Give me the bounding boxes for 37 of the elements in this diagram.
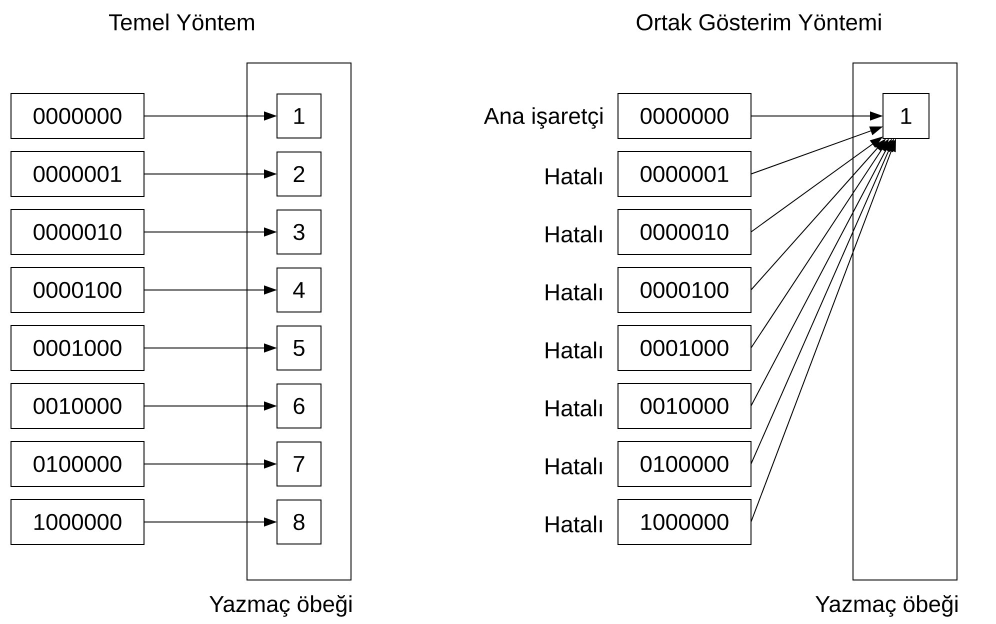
register-box: 7 bbox=[276, 442, 322, 486]
address-box: 0000100 bbox=[10, 267, 144, 313]
side-label: Hatalı bbox=[546, 516, 602, 532]
address-box: 0000001 bbox=[10, 151, 144, 197]
heading: Temel Yöntem bbox=[109, 14, 254, 30]
heading: Ortak Gösterim Yöntemi bbox=[636, 14, 881, 30]
address-box: 0001000 bbox=[618, 325, 752, 371]
side-label: Hatalı bbox=[546, 226, 602, 242]
side-label: Hatalı bbox=[546, 168, 602, 184]
address-box: 0000010 bbox=[618, 209, 752, 255]
address-box: 1000000 bbox=[618, 499, 752, 545]
register-box: 3 bbox=[276, 210, 322, 254]
address-box: 0001000 bbox=[10, 325, 144, 371]
address-box: 0100000 bbox=[10, 441, 144, 487]
address-box: 0000100 bbox=[618, 267, 752, 313]
node-label: Yazmaç öbeği bbox=[209, 594, 352, 617]
side-label: Hatalı bbox=[546, 284, 602, 300]
side-label: Hatalı bbox=[546, 342, 602, 358]
address-box: 1000000 bbox=[10, 499, 144, 545]
side-label: Hatalı bbox=[546, 458, 602, 474]
register-box: 1 bbox=[276, 94, 322, 138]
address-box: 0000010 bbox=[10, 209, 144, 255]
address-box: 0100000 bbox=[618, 441, 752, 487]
register-box: 8 bbox=[276, 500, 322, 544]
register-box: 5 bbox=[276, 326, 322, 370]
side-label: Ana işaretçi bbox=[484, 107, 602, 129]
register-box: 2 bbox=[276, 152, 322, 196]
address-box: 0010000 bbox=[618, 383, 752, 429]
register-box: 4 bbox=[276, 268, 322, 312]
address-box: 0000000 bbox=[10, 93, 144, 139]
address-box: 0000000 bbox=[618, 93, 752, 139]
address-box: 0010000 bbox=[10, 383, 144, 429]
side-label: Hatalı bbox=[546, 400, 602, 416]
node-label: Yazmaç öbeği bbox=[815, 594, 958, 617]
register-box: 6 bbox=[276, 384, 322, 428]
address-box: 0000001 bbox=[618, 151, 752, 197]
register-box: 1 bbox=[882, 93, 930, 139]
